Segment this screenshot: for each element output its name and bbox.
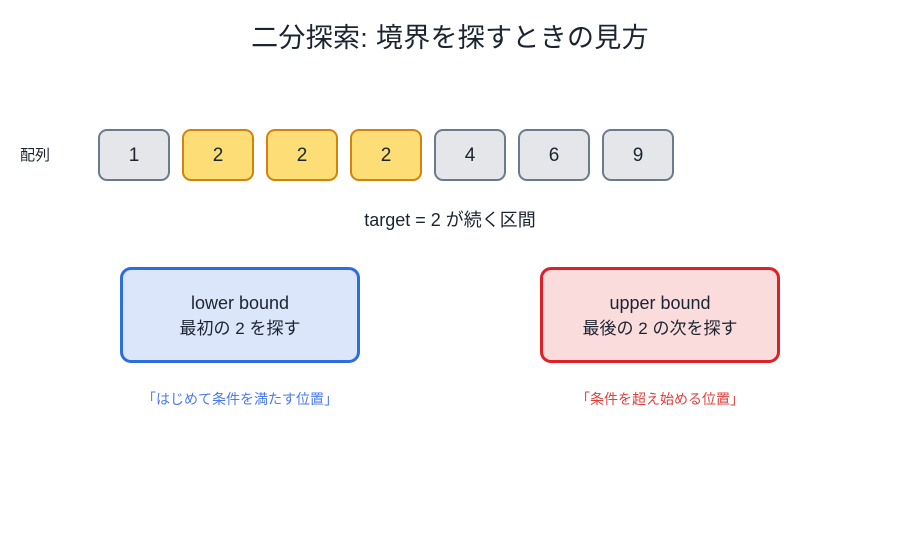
array-cell: 2 [266, 129, 338, 181]
array-cell: 9 [602, 129, 674, 181]
array-cell: 2 [182, 129, 254, 181]
lower-bound-note: 「はじめて条件を満たす位置」 [142, 391, 338, 407]
upper-bound-subtitle: 最後の 2 の次を探す [582, 318, 738, 338]
lower-bound-box: lower bound 最初の 2 を探す [120, 267, 360, 363]
array-label: 配列 [20, 147, 51, 164]
array-cell: 6 [518, 129, 590, 181]
array-cell: 2 [350, 129, 422, 181]
array-cell: 1 [98, 129, 170, 181]
lower-bound-title: lower bound [190, 292, 290, 313]
lower-bound-subtitle: 最初の 2 を探す [179, 318, 301, 338]
upper-bound-box: upper bound 最後の 2 の次を探す [540, 267, 780, 363]
array-caption: target = 2 が続く区間 [364, 210, 536, 230]
page-title: 二分探索: 境界を探すときの見方 [251, 23, 649, 53]
array-cell: 4 [434, 129, 506, 181]
upper-bound-title: upper bound [609, 292, 711, 313]
upper-bound-note: 「条件を超え始める位置」 [576, 391, 744, 407]
